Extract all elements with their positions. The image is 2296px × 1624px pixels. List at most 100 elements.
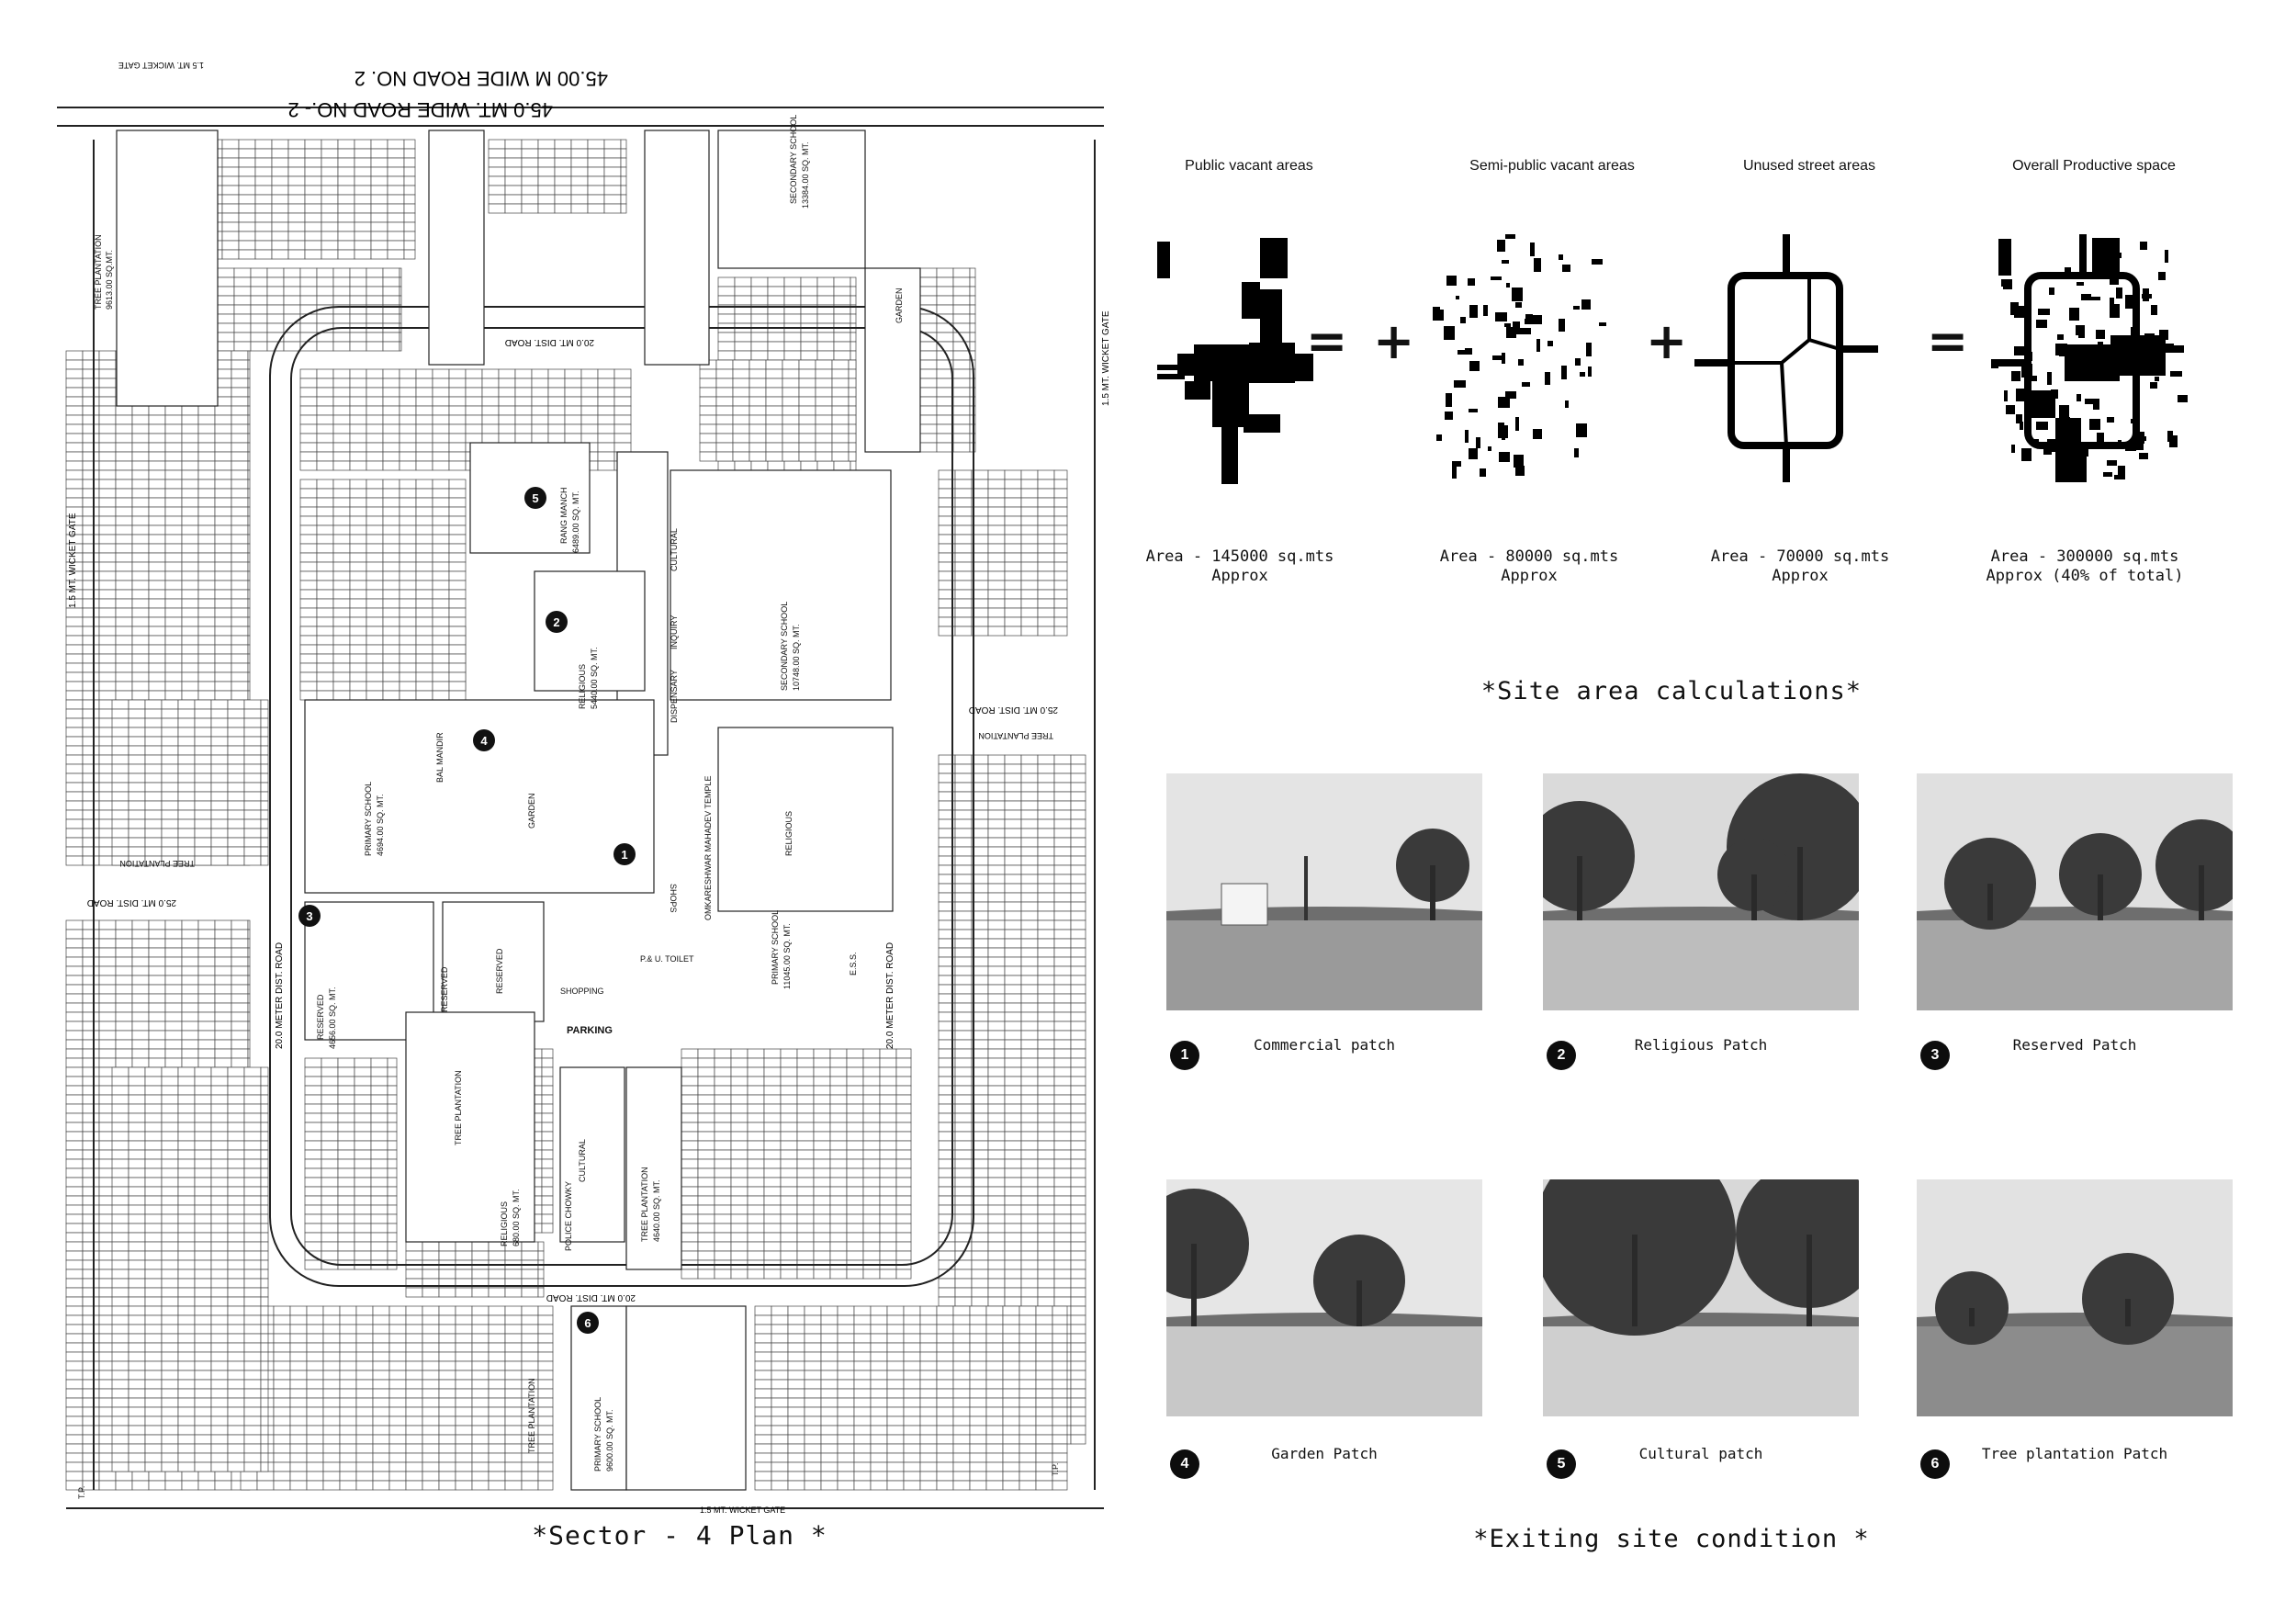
plot-cell	[65, 1076, 84, 1087]
plot-cell	[782, 378, 800, 389]
plot-cell	[370, 1167, 388, 1179]
plot-cell	[613, 433, 632, 444]
plot-cell	[181, 405, 199, 416]
plot-cell	[987, 524, 1006, 536]
plot-cell	[131, 1039, 150, 1050]
plot-cell	[432, 433, 450, 444]
plot-cell	[1037, 1103, 1055, 1114]
plot-cell	[488, 1287, 506, 1298]
plot-cell	[952, 1351, 971, 1362]
plot-cell	[537, 1241, 545, 1252]
plot-cell	[214, 690, 232, 701]
plot-cell	[304, 166, 322, 177]
plot-cell	[372, 1388, 390, 1399]
plot-cell	[289, 1471, 308, 1482]
plot-cell	[750, 276, 769, 288]
plot-cell	[919, 350, 938, 361]
plot-cell	[734, 460, 752, 471]
plot-cell	[850, 332, 857, 343]
plot-cell	[780, 1250, 798, 1261]
plot-cell	[403, 175, 416, 186]
plot-cell	[247, 396, 251, 407]
plot-cell	[289, 1305, 308, 1316]
plot-cell	[903, 1333, 921, 1344]
plot-cell	[370, 194, 388, 205]
plot-cell	[1070, 1076, 1086, 1087]
plot-cell	[987, 1259, 1006, 1270]
plot-cell	[337, 1122, 355, 1133]
plot-cell	[354, 166, 372, 177]
plot-cell	[266, 313, 285, 324]
plot-cell	[1070, 1223, 1086, 1234]
plot-cell	[780, 1094, 798, 1105]
plot-cell	[804, 1425, 822, 1436]
plot-cell	[919, 1305, 938, 1316]
plot-cell	[796, 1177, 815, 1188]
plot-cell	[1020, 782, 1039, 793]
plot-cell	[853, 1351, 872, 1362]
plot-cell	[82, 368, 100, 379]
plot-cell	[521, 1314, 539, 1325]
plot-cell	[829, 1269, 848, 1280]
plot-cell	[1002, 1415, 1020, 1427]
plot-cell	[339, 1406, 357, 1417]
plot-cell	[1020, 1131, 1039, 1142]
plot-cell	[354, 1131, 372, 1142]
plot-cell	[853, 1370, 872, 1381]
plot-cell	[448, 626, 467, 637]
plot-cell	[763, 1112, 782, 1123]
plot-cell	[181, 984, 199, 995]
plot-cell	[1053, 1250, 1072, 1261]
plot-cell	[306, 1415, 324, 1427]
plot-cell	[372, 1314, 390, 1325]
plot-cell	[846, 1094, 864, 1105]
plot-cell	[471, 1342, 490, 1353]
plot-cell	[853, 1379, 872, 1390]
plot-cell	[354, 203, 372, 214]
plot-cell	[782, 387, 800, 398]
plot-cell	[289, 1388, 308, 1399]
plot-cell	[886, 1370, 905, 1381]
plot-cell	[514, 423, 533, 434]
plot-cell	[1004, 864, 1022, 875]
plot-cell	[415, 653, 433, 664]
plot-cell	[366, 497, 384, 508]
plot-cell	[247, 938, 251, 949]
plot-cell	[954, 883, 973, 894]
plot-cell	[514, 414, 533, 425]
plot-cell	[148, 423, 166, 434]
plot-cell	[732, 378, 750, 389]
plot-cell	[879, 1066, 897, 1077]
plot-cell	[919, 1314, 938, 1325]
plot-cell	[853, 1305, 872, 1316]
plot-cell	[322, 1461, 341, 1472]
plot-cell	[366, 387, 384, 398]
plot-cell	[987, 543, 1006, 554]
plot-cell	[987, 929, 1006, 940]
plot-cell	[488, 1471, 506, 1482]
plot-cell	[82, 1452, 100, 1463]
plot-cell	[432, 570, 450, 581]
plot-cell	[337, 1094, 355, 1105]
plot-cell	[131, 956, 150, 967]
plot-cell	[754, 1434, 772, 1445]
plot-cell	[488, 148, 506, 159]
plot-cell	[603, 185, 622, 196]
plot-cell	[747, 1085, 765, 1096]
plot-cell	[332, 405, 351, 416]
plot-cell	[304, 139, 322, 150]
plot-cell	[1053, 543, 1068, 554]
plot-cell	[337, 175, 355, 186]
plot-cell	[1020, 1167, 1039, 1179]
plot-cell	[504, 1443, 523, 1454]
plot-cell	[747, 1232, 765, 1243]
plot-cell	[714, 1195, 732, 1206]
plot-cell	[782, 368, 800, 379]
plot-cell	[287, 231, 306, 242]
plot-cell	[782, 442, 800, 453]
plot-cell	[82, 350, 100, 361]
plot-cell	[521, 1250, 539, 1261]
plot-cell	[537, 166, 556, 177]
plot-cell	[954, 855, 973, 866]
plot-cell	[471, 1443, 490, 1454]
